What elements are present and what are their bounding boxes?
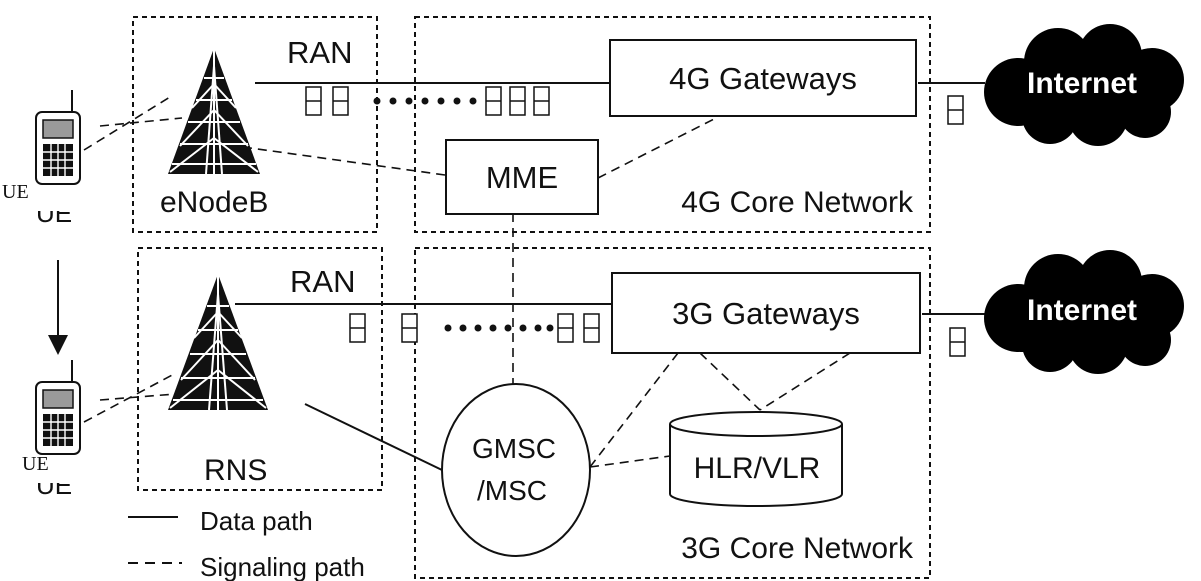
legend-data-path-label: Data path [200,506,313,536]
packet-icon [949,327,966,357]
legend: Data path Signaling path [128,506,365,581]
lte-ran-label: RAN [287,35,352,70]
lte-core-region [414,16,931,233]
mme-gateway-signaling [597,117,717,179]
umts-core-label: 3G Core Network [681,532,914,565]
lte-gateway-box [609,39,917,117]
umts-ran-label: RAN [290,264,355,299]
signaling-paths [83,96,851,468]
packet-dots [373,97,554,332]
gmsc-gateway-signaling [589,352,679,468]
lte-core-label: 4G Core Network [681,186,914,219]
enodeb-region [132,16,378,233]
gateway-hlr-signaling-b [759,352,851,411]
mme-box [445,139,599,215]
packet-icon [485,86,502,116]
ue1-enodeb-radio [83,96,171,151]
database-cylinder-icon [669,411,843,507]
enodeb-label: eNodeB [160,186,268,219]
packet-icon [401,313,418,343]
lte-gateway-label: 4G Gateways [669,61,857,96]
cloud-icon [984,250,1184,374]
packet-icon [305,86,322,116]
packet-icon [947,95,964,125]
packet-icon [509,86,526,116]
ue1-enodeb-radio-b [99,117,183,127]
cloud-icon [984,24,1184,146]
legend-signaling-path-label: Signaling path [200,552,365,581]
packet-icon [533,86,550,116]
gmsc-label-line1: GMSC [472,433,556,464]
mobile-phone-icon [35,360,81,455]
rns-label: RNS [204,454,267,487]
region-boxes [132,16,931,579]
enodeb-mme-signaling [242,146,446,176]
ue-label: UE [22,453,49,475]
packet-icons [305,86,966,357]
rns-gmsc-data-path [304,403,443,471]
packet-icon [349,313,366,343]
gmsc-node [441,383,591,557]
packet-icon [583,313,600,343]
umts-gateway-label: 3G Gateways [672,296,860,331]
packet-icon [332,86,349,116]
gmsc-hlr-signaling [589,455,671,468]
internet-label: Internet [1027,67,1137,100]
hlr-vlr-label: HLR/VLR [694,452,821,485]
mobile-phone-icon [35,90,81,185]
gateway-hlr-signaling-a [699,352,761,411]
rns-region [137,247,383,491]
internet-label: Internet [1027,294,1137,327]
antenna-tower-icon [168,274,268,411]
packet-icon [557,313,574,343]
data-paths [235,82,985,471]
mme-label: MME [486,160,558,195]
umts-gateway-box [611,272,921,354]
gmsc-label-line2: /MSC [477,475,547,506]
antenna-tower-icon [168,48,260,175]
ue-label: UE [2,181,29,203]
umts-core-region [414,247,931,579]
